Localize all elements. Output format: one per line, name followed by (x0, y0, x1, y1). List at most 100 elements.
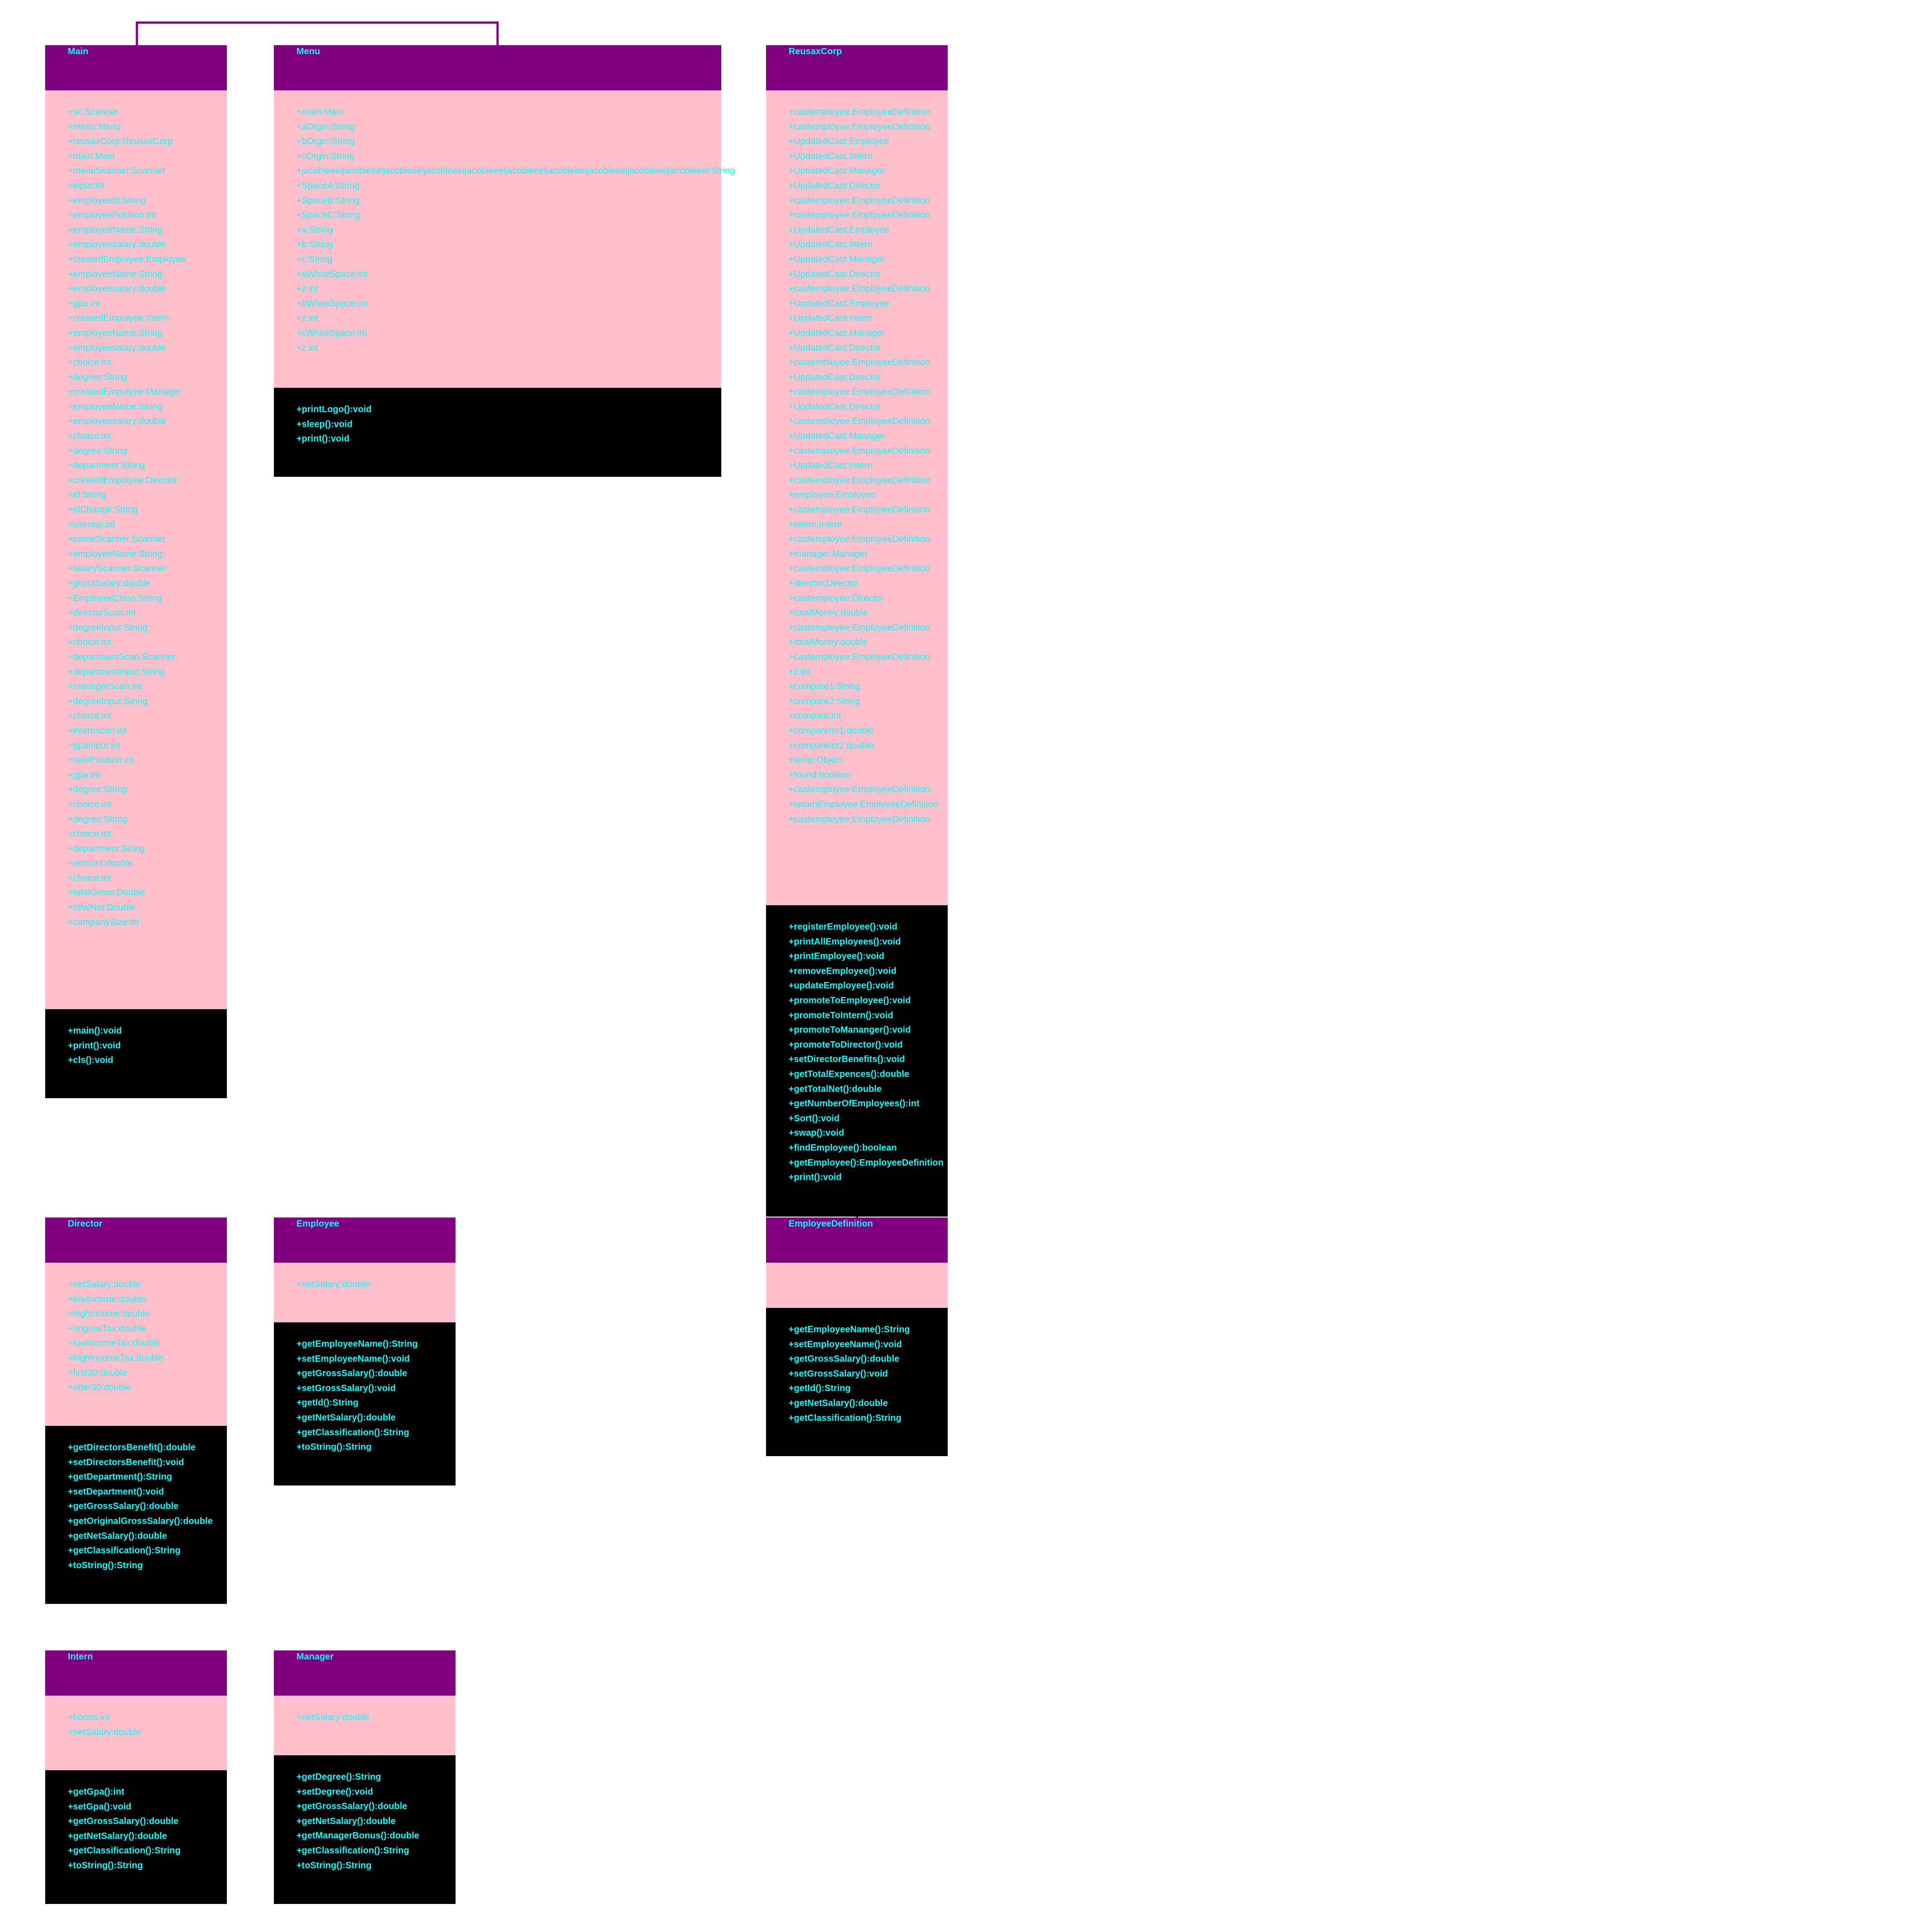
attribute-row: +nameScanner:Scanner (68, 534, 166, 545)
attribute-row: +sc:Scanner (68, 107, 118, 117)
class-header: ReusaxCorp (766, 45, 948, 90)
attribute-row: +gpa:int (68, 770, 100, 780)
attribute-row: +compareInt1:double (789, 725, 874, 736)
attribute-row: +z:int (789, 667, 811, 677)
attribute-row: +UpdatedCast:Director (789, 401, 881, 412)
attribute-row: +castemployee:EmployeeDefinition (789, 284, 930, 294)
attribute-row: +UpdatedCast:Director (789, 269, 881, 279)
attribute-row: +totalMoney:double (789, 637, 868, 648)
method-row: +setDirectorsBenefit():void (68, 1457, 184, 1467)
method-row: +getNumberOfEmployees():int (789, 1099, 920, 1109)
method-row: +getGrossSalary():double (68, 1816, 179, 1827)
attribute-row: +department:String (68, 461, 145, 471)
class-header: Menu (274, 45, 721, 90)
method-row: +promoteToEmployee():void (789, 995, 911, 1006)
attribute-row: +gpaInput:int (68, 740, 121, 751)
class-manager[interactable]: Manager +netSalary:double +getDegree():S… (274, 1650, 456, 1904)
attribute-row: +choice:int (68, 799, 112, 809)
method-row: +findEmployee():boolean (789, 1142, 897, 1153)
method-row: +getTotalNet():double (789, 1084, 882, 1094)
connector-main-menu (136, 21, 499, 45)
attribute-row: +castemployee:EmployeeDefinition (789, 652, 930, 662)
attribute-row: +castemployee:EmployeeDefinition (789, 564, 930, 574)
attribute-row: +employeesalary:double (68, 240, 166, 250)
method-row: +print():void (296, 434, 350, 444)
attribute-row: +bOrgin:String (296, 136, 355, 147)
attribute-row: +degree:String (68, 785, 127, 795)
class-reusaxcorp[interactable]: ReusaxCorp +castemployee:EmployeeDefinit… (766, 45, 948, 1217)
attribute-list: +netSalary:double (274, 1263, 456, 1322)
method-row: +print():void (68, 1040, 121, 1051)
method-row: +getDepartment():String (68, 1472, 172, 1482)
attribute-row: +castemployee:EmployeeDefinition (789, 785, 930, 795)
class-employeedefinition[interactable]: EmployeeDefinition +getEmployeeName():St… (766, 1217, 948, 1456)
attribute-row: +UpdatedCast:Manager (789, 166, 885, 176)
attribute-list: +castemployee:EmployeeDefinition +castemp… (766, 90, 948, 905)
class-employee[interactable]: Employee +netSalary:double +getEmployeeN… (274, 1217, 456, 1485)
method-row: +getGrossSalary():double (789, 1354, 900, 1364)
attribute-row: +castemployee:EmployeeDefinition (789, 505, 930, 515)
attribute-row: +amount:double (68, 858, 133, 869)
method-row: +getNetSalary():double (68, 1531, 167, 1541)
attribute-row: +netSalary:double (296, 1712, 370, 1722)
method-list: +registerEmployee():void+printAllEmploye… (766, 905, 948, 1217)
class-name: ReusaxCorp (789, 47, 842, 56)
class-name: Director (68, 1219, 103, 1229)
attribute-row: +first30:double (68, 1368, 127, 1378)
attribute-row: +compare1:String (789, 682, 860, 692)
attribute-row: +UpdatedCast:Employee (789, 298, 889, 309)
attribute-row: +netSalary:double (296, 1279, 370, 1289)
attribute-row: +createdEmpolyee:Intern (68, 313, 169, 324)
method-row: +getClassification():String (296, 1427, 409, 1438)
attribute-row: +castemployee:EmployeeDefinition (789, 107, 930, 117)
method-row: +main():void (68, 1026, 122, 1036)
attribute-row: +degreeInput:String (68, 622, 148, 633)
method-row: +setDegree():void (296, 1786, 373, 1797)
attribute-row: +UpdatedCast:Director (789, 372, 881, 382)
method-row: +updateEmployee():void (789, 981, 894, 991)
attribute-row: +SpaceC:String (296, 210, 360, 221)
attribute-list: +netSalary:double+lowIncome:double+highI… (45, 1263, 227, 1426)
attribute-row: +createdEmpolyee:Director (68, 475, 178, 485)
class-header: Director (45, 1217, 227, 1263)
method-row: +printLogo():void (296, 404, 372, 414)
attribute-row: +main:Main (296, 107, 343, 117)
attribute-row: +UpdatedCast:Intern (789, 151, 873, 161)
class-name: Manager (296, 1652, 334, 1662)
attribute-row: +castemployee:EmployeeDefinition (789, 475, 930, 485)
attribute-row: +id:String (68, 490, 107, 500)
attribute-row: +temp:Object (789, 755, 843, 766)
method-row: +getId():String (296, 1398, 359, 1408)
attribute-row: +employeeName:String (68, 328, 163, 338)
attribute-row: +createdEmpolyee:Manager (68, 387, 182, 397)
attribute-list: +netSalary:double (274, 1696, 456, 1755)
attribute-row: +castemployee:EmployeeDefinition (789, 534, 930, 545)
attribute-row: +newPosition:int (68, 755, 134, 766)
method-row: +getClassification():String (68, 1846, 181, 1856)
attribute-row: +castemployee:EmployeeDefinition (789, 357, 930, 368)
attribute-row: +companySize:int (68, 917, 140, 927)
method-row: +getClassification():String (68, 1546, 181, 1556)
attribute-row: +employee:Employee (789, 490, 876, 500)
class-main[interactable]: Main +sc:Scanner+menu:Menu+reusaxCorp:Re… (45, 45, 227, 1098)
attribute-row: +originalTax:double (68, 1323, 146, 1334)
method-row: +Sort():void (789, 1113, 840, 1123)
attribute-row: +found:boolean (789, 770, 851, 780)
method-row: +sleep():void (296, 419, 353, 429)
method-row: +setEmployeeName():void (789, 1339, 902, 1349)
attribute-row: +a:String (296, 225, 333, 235)
method-row: +getGrossSalary():double (296, 1368, 408, 1379)
attribute-row: +b:String (296, 240, 333, 250)
attribute-row: +menuScanner:Scanner (68, 166, 166, 176)
attribute-row: +UpdatedCast:Employee (789, 225, 889, 235)
class-intern[interactable]: Intern +bonus:int+netSalary:double +getG… (45, 1650, 227, 1904)
attribute-row: +employeesalary:double (68, 343, 166, 353)
attribute-list: +main:Main+aOrgin:String+bOrgin:String+c… (274, 90, 735, 388)
class-name: EmployeeDefinition (789, 1219, 873, 1229)
attribute-row: +department:String (68, 843, 145, 854)
class-director[interactable]: Director +netSalary:double+lowIncome:dou… (45, 1217, 227, 1604)
attribute-row: +employeesalary:double (68, 284, 166, 294)
class-menu[interactable]: Menu +main:Main+aOrgin:String+bOrgin:Str… (274, 45, 735, 477)
method-row: +printEmployee():void (789, 951, 884, 962)
method-row: +getGpa():int (68, 1787, 124, 1797)
